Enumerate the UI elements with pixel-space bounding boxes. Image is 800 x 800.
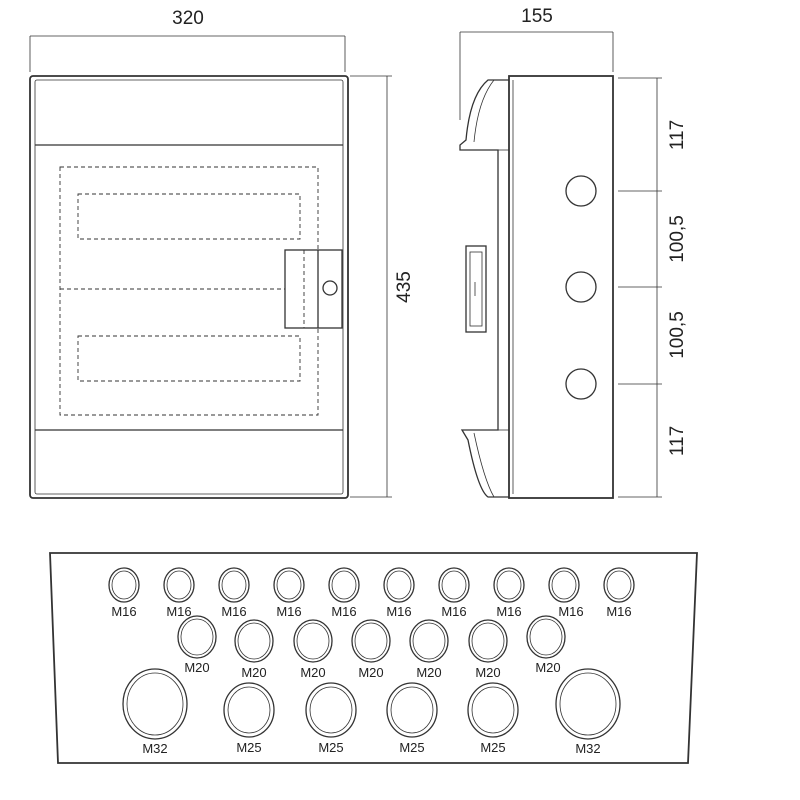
top-offset-label: 117 xyxy=(667,120,688,150)
knockout-m25: M25 xyxy=(305,682,357,755)
svg-text:M25: M25 xyxy=(236,740,261,755)
svg-text:M20: M20 xyxy=(475,665,500,680)
depth-dimension-label: 155 xyxy=(521,6,553,27)
side-handle xyxy=(465,245,487,333)
spacing-2-label: 100,5 xyxy=(667,311,688,359)
knockout-m16: M16 xyxy=(548,567,584,619)
svg-text:M20: M20 xyxy=(416,665,441,680)
knockout-m16: M16 xyxy=(328,567,360,619)
side-knockout-2 xyxy=(565,271,597,303)
svg-text:M16: M16 xyxy=(606,604,631,619)
side-knockout-3 xyxy=(565,368,597,400)
knockout-m16: M16 xyxy=(273,567,305,619)
spacing-1-label: 100,5 xyxy=(667,215,688,263)
svg-text:M20: M20 xyxy=(535,660,560,675)
knockout-m25: M25 xyxy=(386,682,438,755)
width-dimension-label: 320 xyxy=(172,8,204,29)
svg-text:M32: M32 xyxy=(575,741,600,756)
height-dimension-label: 435 xyxy=(394,271,415,303)
knockout-m20: M20 xyxy=(293,619,333,680)
knockout-m25: M25 xyxy=(223,682,275,755)
knockout-m32: M32 xyxy=(555,668,621,756)
svg-text:M16: M16 xyxy=(276,604,301,619)
svg-text:M16: M16 xyxy=(558,604,583,619)
svg-text:M16: M16 xyxy=(441,604,466,619)
knockout-m16: M16 xyxy=(108,567,140,619)
svg-text:M32: M32 xyxy=(142,741,167,756)
enclosure-outline xyxy=(29,75,349,499)
knockout-row-m20: M20 M20 M20 M20 M20 M20 M20 xyxy=(177,615,566,680)
knockout-row-m32-m25: M32 M25 M25 M25 M25 M32 xyxy=(122,668,621,756)
knockout-m20: M20 xyxy=(526,615,566,675)
din-rail-window-2 xyxy=(77,335,301,382)
knockout-m20: M20 xyxy=(351,619,391,680)
enclosure-inner-outline xyxy=(34,79,344,495)
svg-text:M20: M20 xyxy=(300,665,325,680)
knockout-m32: M32 xyxy=(122,668,188,756)
knockout-m20: M20 xyxy=(468,619,508,680)
svg-text:M20: M20 xyxy=(184,660,209,675)
knockout-m20: M20 xyxy=(409,619,449,680)
svg-text:M16: M16 xyxy=(496,604,521,619)
knockout-m16: M16 xyxy=(438,567,470,619)
door-profile xyxy=(459,79,509,498)
side-knockout-1 xyxy=(565,175,597,207)
knockout-m20: M20 xyxy=(234,619,274,680)
svg-text:M20: M20 xyxy=(241,665,266,680)
svg-text:M16: M16 xyxy=(221,604,246,619)
front-view: 320 435 xyxy=(29,8,415,499)
knockout-m16: M16 xyxy=(603,567,635,619)
svg-text:M25: M25 xyxy=(318,740,343,755)
knockout-m16: M16 xyxy=(163,567,195,619)
side-view: 155 117 100,5 100,5 117 xyxy=(459,6,688,499)
plate-outline xyxy=(49,552,698,764)
door-handle xyxy=(284,249,343,329)
side-body xyxy=(508,75,614,499)
knockout-row-m16: M16 M16 M16 M16 M16 M16 M16 M16 M16 M16 xyxy=(108,567,635,619)
svg-text:M16: M16 xyxy=(166,604,191,619)
lock-keyhole-icon xyxy=(322,280,338,296)
svg-text:M25: M25 xyxy=(399,740,424,755)
knockout-m16: M16 xyxy=(383,567,415,619)
svg-text:M16: M16 xyxy=(331,604,356,619)
din-rail-window-1 xyxy=(77,193,301,240)
knockout-m16: M16 xyxy=(493,567,525,619)
svg-text:M25: M25 xyxy=(480,740,505,755)
inner-frame-dashed xyxy=(59,166,319,416)
knockout-m20: M20 xyxy=(177,615,217,675)
svg-text:M16: M16 xyxy=(111,604,136,619)
svg-text:M16: M16 xyxy=(386,604,411,619)
svg-text:M20: M20 xyxy=(358,665,383,680)
knockout-m25: M25 xyxy=(467,682,519,755)
knockout-m16: M16 xyxy=(218,567,250,619)
knockout-plate: M16 M16 M16 M16 M16 M16 M16 M16 M16 M16 … xyxy=(49,552,698,764)
bottom-offset-label: 117 xyxy=(667,426,688,456)
